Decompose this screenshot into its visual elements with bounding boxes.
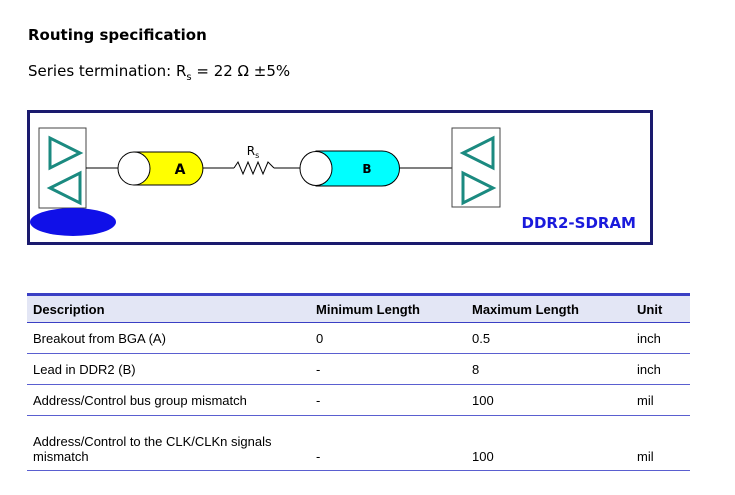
segment-b-label: B [362,162,371,176]
cell-description: Breakout from BGA (A) [27,322,310,354]
cell-unit: inch [631,353,690,385]
table-row: Address/Control to the CLK/CLKn signals … [27,415,690,471]
cell-description: Address/Control bus group mismatch [27,384,310,416]
routing-diagram-svg: A Rs B DDR2-SDRAM [30,127,636,236]
cell-description: Address/Control to the CLK/CLKn signals … [27,415,310,471]
ddr2-buffer-icon [451,127,501,208]
header-unit: Unit [631,293,690,323]
subtitle-suffix: = 22 Ω ±5% [191,62,291,80]
cell-min: 0 [310,322,466,354]
header-description: Description [27,293,310,323]
cell-unit: inch [631,322,690,354]
cell-max: 100 [466,384,631,416]
routing-diagram: A Rs B DDR2-SDRAM [27,110,653,245]
redacted-label-scribble [30,208,116,236]
resistor-sub: s [255,151,259,160]
section-title: Routing specification [28,26,207,44]
table-header-row: Description Minimum Length Maximum Lengt… [27,293,690,323]
resistor-label: R [247,144,255,158]
ddr2-sdram-label: DDR2-SDRAM [522,214,636,232]
svg-text:Rs: Rs [247,144,260,160]
cell-min: - [310,415,466,471]
cell-unit: mil [631,384,690,416]
routing-table: Description Minimum Length Maximum Lengt… [27,293,690,471]
series-termination-text: Series termination: Rs = 22 Ω ±5% [28,62,290,83]
subtitle-prefix: Series termination: R [28,62,187,80]
cell-min: - [310,353,466,385]
cell-min: - [310,384,466,416]
resistor-icon: Rs [233,144,275,176]
controller-buffer-icon [38,127,87,209]
cell-description: Lead in DDR2 (B) [27,353,310,385]
segment-a-label: A [175,162,186,178]
header-min-length: Minimum Length [310,293,466,323]
header-max-length: Maximum Length [466,293,631,323]
subtitle-sub: s [186,72,192,83]
cell-max: 100 [466,415,631,471]
segment-a-cylinder: A [117,151,204,186]
cell-unit: mil [631,415,690,471]
cell-max: 8 [466,353,631,385]
segment-b-cylinder: B [299,150,400,187]
cell-max: 0.5 [466,322,631,354]
